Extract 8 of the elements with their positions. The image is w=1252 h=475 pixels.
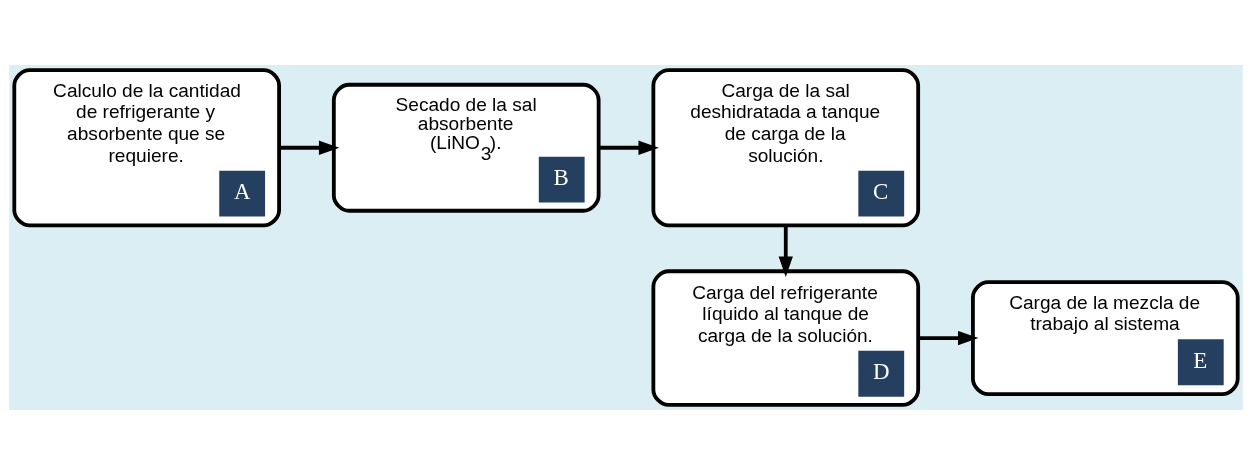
- arrow: [918, 330, 979, 346]
- node-box: Calculo de la cantidad de refrigerante y absorbente que se requiere. A: [12, 68, 281, 228]
- arrow: [778, 225, 793, 277]
- arrow: [599, 140, 659, 155]
- node-box: Carga de la mezcla de trabajo al sistema E: [971, 280, 1240, 396]
- arrow: [279, 140, 340, 155]
- node-box: Carga del refrigerante líquido al tanque de carga de la solución. D: [651, 269, 921, 407]
- node-box: Carga de la sal deshidratada a tanque de carga de la solución. C: [651, 68, 921, 228]
